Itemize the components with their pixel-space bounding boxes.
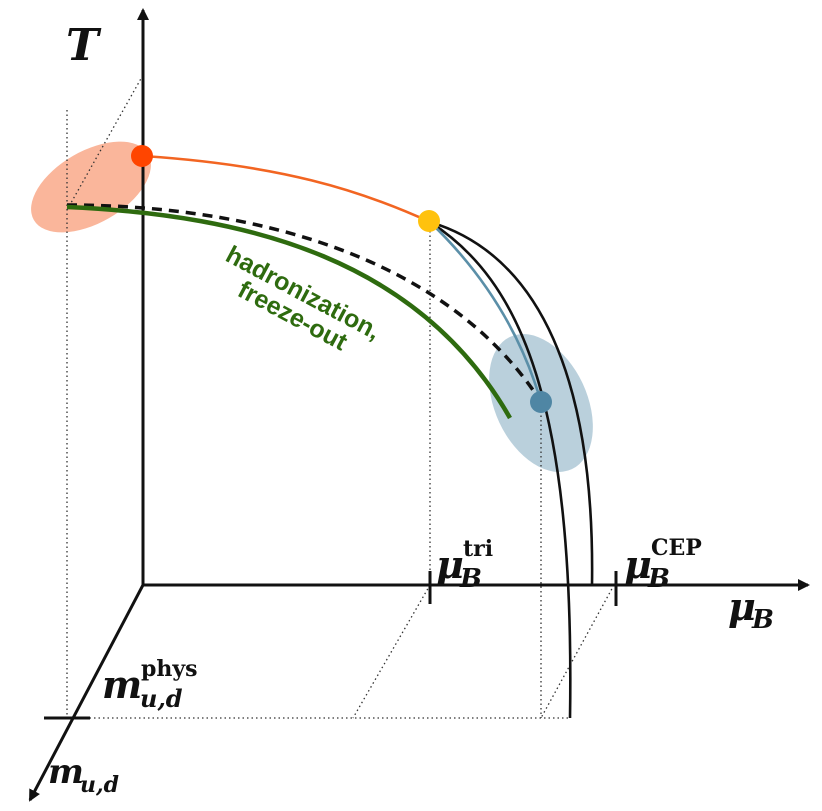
projection-line: [352, 584, 431, 719]
orange-transition-curve: [142, 154, 431, 224]
tricritical-point: [418, 210, 440, 232]
m-phys-label: m: [102, 662, 142, 707]
t-axis-label: T: [66, 20, 102, 71]
projection-line: [66, 74, 144, 211]
mu-cep-label-sub: B: [647, 564, 670, 594]
orange-point: [131, 145, 153, 167]
freeze-out-curve: [66, 204, 512, 420]
blue-transition-curve: [429, 221, 543, 403]
mub-axis-label-sub: B: [751, 605, 774, 635]
mu-tri-label-sub: B: [459, 564, 482, 594]
mu-cep-label-sup: CEP: [651, 535, 702, 561]
mub-axis-label: μ: [728, 584, 756, 629]
projection-line: [540, 584, 615, 719]
first-order-base-curve: [429, 220, 572, 719]
mu-tri-label-sup: tri: [463, 536, 493, 562]
m-phys-label-sub: u,d: [140, 684, 183, 713]
crossover-dashed-curve: [66, 203, 543, 403]
mu-cep-label: μ: [624, 542, 652, 587]
first-order-surface-curve: [429, 220, 594, 586]
mu-tri-label: μ: [436, 542, 464, 587]
m-phys-label-sup: phys: [141, 656, 198, 682]
mud-axis-label-sub: u,d: [80, 772, 119, 798]
critical-end-point: [530, 391, 552, 413]
mud-axis-line: [28, 584, 145, 802]
mud-axis-label: m: [48, 752, 84, 792]
projection-lines: [66, 74, 615, 719]
